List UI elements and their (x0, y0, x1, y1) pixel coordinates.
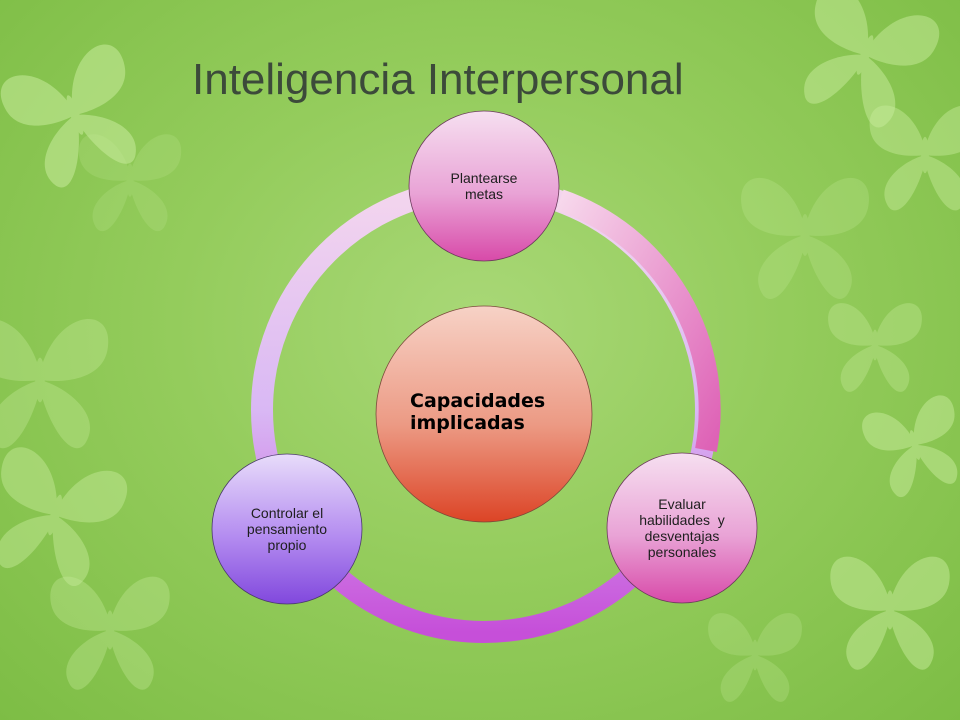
node-top (408, 110, 560, 262)
node-right-label-line1: Evaluar (658, 496, 706, 512)
center-label-line1: Capacidades (410, 390, 546, 412)
center-label-line2: implicadas (410, 412, 525, 434)
node-right-label-line2: habilidades y (639, 512, 725, 528)
node-right (606, 452, 758, 604)
node-left (211, 453, 363, 605)
node-right-label: Evaluar habilidades y desventajas person… (617, 493, 747, 563)
node-right-label-line3: desventajas (644, 528, 720, 544)
node-left-label-line2: pensamiento (246, 521, 328, 537)
center-node (375, 305, 593, 523)
center-label: Capacidades implicadas (410, 390, 580, 440)
node-left-label: Controlar el pensamiento propio (222, 503, 352, 555)
node-top-label: Plantearse metas (424, 168, 544, 204)
slide-title: Inteligencia Interpersonal (192, 55, 684, 104)
node-top-label-line1: Plantearse (450, 170, 518, 186)
node-left-label-line3: propio (267, 537, 307, 553)
node-left-label-line1: Controlar el (250, 505, 324, 521)
node-right-label-line4: personales (647, 544, 717, 560)
cycle-ring-right-segment (556, 189, 721, 452)
node-top-label-line2: metas (464, 186, 504, 202)
